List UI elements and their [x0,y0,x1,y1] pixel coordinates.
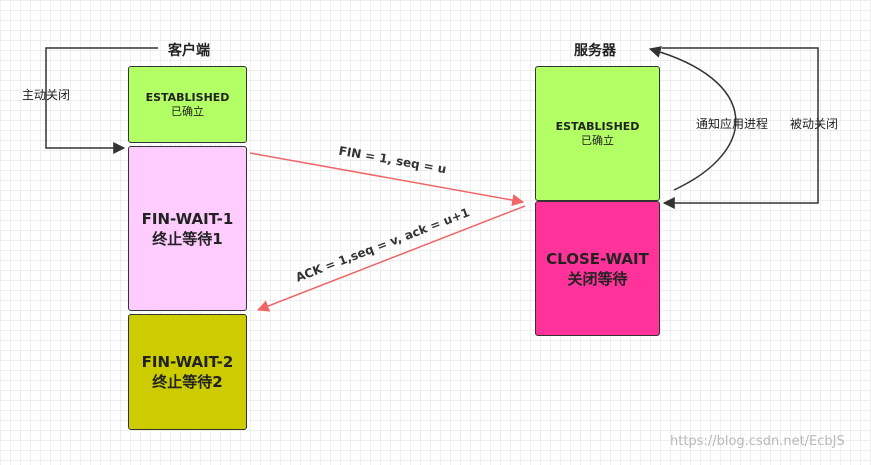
client-state-fin-wait-1: FIN-WAIT-1 终止等待1 [128,146,247,311]
client-state-fin-wait-2: FIN-WAIT-2 终止等待2 [128,314,247,430]
state-name: FIN-WAIT-1 [141,209,234,228]
active-close-arrow [45,47,158,154]
state-subtitle: 已确立 [171,104,204,118]
passive-close-arrow [662,47,819,209]
state-name: CLOSE-WAIT [546,249,649,268]
fin-message-arrow [249,152,525,206]
ack-message-arrow [256,205,526,312]
watermark: https://blog.csdn.net/EcbJS [670,434,845,449]
state-subtitle: 已确立 [581,133,614,147]
state-name: FIN-WAIT-2 [141,353,234,371]
state-subtitle: 终止等待2 [152,373,223,391]
server-state-established: ESTABLISHED 已确立 [535,66,660,201]
state-name: ESTABLISHED [555,119,640,133]
active-close-label: 主动关闭 [22,88,71,102]
notify-app-arrow [648,46,737,191]
notify-app-label: 通知应用进程 [696,117,769,131]
client-title: 客户端 [168,43,210,59]
server-state-close-wait: CLOSE-WAIT 关闭等待 [535,201,660,336]
client-state-established: ESTABLISHED 已确立 [128,66,247,143]
state-name: ESTABLISHED [145,90,230,104]
passive-close-label: 被动关闭 [790,117,839,131]
state-subtitle: 关闭等待 [567,269,628,288]
server-title: 服务器 [574,43,616,59]
state-subtitle: 终止等待1 [152,229,223,248]
